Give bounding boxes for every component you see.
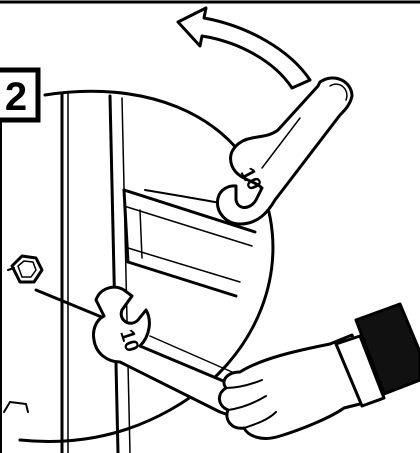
hand-icon [219,304,420,438]
bolt-pointer-line [36,290,104,318]
counter-clockwise-arrow-icon [178,8,310,88]
hex-bolt-icon [8,256,42,282]
step-badge: 2 [0,70,38,120]
bracket-detail [4,402,28,412]
top-wrench [218,78,352,224]
step-number: 2 [5,75,27,119]
